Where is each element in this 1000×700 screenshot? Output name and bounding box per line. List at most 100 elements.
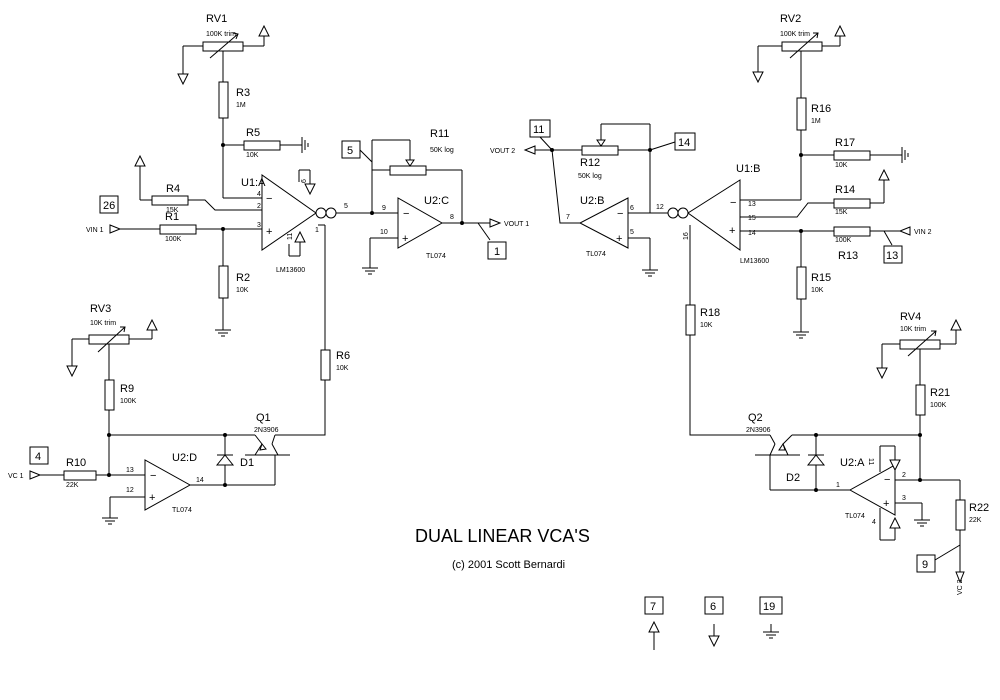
svg-text:+: +: [266, 226, 272, 238]
r6-value: 10K: [336, 365, 349, 372]
r11-potentiometer: [389, 165, 427, 176]
u2a-ground-icon: [913, 511, 931, 527]
svg-text:+: +: [883, 498, 889, 510]
connector-9: [916, 554, 936, 573]
connector-13: [883, 245, 903, 264]
vin2-label: VIN 2: [914, 229, 932, 236]
r15-resistor: [796, 266, 807, 300]
connector-14: [674, 132, 696, 151]
svg-text:3: 3: [257, 222, 261, 229]
svg-text:2: 2: [257, 203, 261, 210]
connector-6: [704, 596, 724, 615]
q2-ref: Q2: [748, 412, 763, 424]
vin1-port-icon[interactable]: [109, 224, 122, 234]
q1-ref: Q1: [256, 412, 271, 424]
q1-transistor: [245, 434, 290, 456]
u2d-opamp: [144, 459, 192, 511]
r10-ref: R10: [66, 457, 86, 469]
u1b-ref: U1:B: [736, 163, 760, 175]
svg-text:5: 5: [630, 229, 634, 236]
svg-text:4: 4: [257, 191, 261, 198]
u2c-ref: U2:C: [424, 195, 449, 207]
r9-ref: R9: [120, 383, 134, 395]
q1-value: 2N3906: [254, 427, 279, 434]
r1-value: 100K: [165, 236, 182, 243]
u2c-opamp: [397, 197, 444, 249]
d2-diode: [806, 454, 826, 466]
svg-text:12: 12: [656, 204, 664, 211]
connector-13-label: 13: [886, 250, 898, 262]
svg-text:12: 12: [126, 487, 134, 494]
vin2-port-icon[interactable]: [898, 226, 911, 236]
d2-ref: D2: [786, 472, 800, 484]
neg-supply-icon: [177, 59, 189, 85]
r16-value: 1M: [811, 118, 821, 125]
r14-value: 15K: [835, 209, 848, 216]
svg-text:16: 16: [683, 232, 690, 240]
u1a-ref: U1:A: [241, 177, 266, 189]
svg-text:2: 2: [902, 472, 906, 479]
pos-supply-icon: [258, 24, 270, 37]
r9-value: 100K: [120, 398, 137, 405]
u1b-ota: [687, 179, 741, 251]
vin1-label: VIN 1: [86, 227, 104, 234]
svg-text:−: −: [266, 193, 272, 205]
svg-text:9: 9: [382, 205, 386, 212]
svg-text:7: 7: [566, 214, 570, 221]
r6-ref: R6: [336, 350, 350, 362]
r5-ref: R5: [246, 127, 260, 139]
r18-resistor: [685, 304, 696, 336]
svg-text:6: 6: [301, 179, 308, 183]
r2-resistor: [218, 265, 229, 299]
connector-1: [487, 241, 507, 260]
svg-text:13: 13: [126, 467, 134, 474]
rv2-ref: RV2: [780, 13, 801, 25]
r4-ground-up-icon: [134, 154, 146, 200]
r21-value: 100K: [930, 402, 947, 409]
r2-ref: R2: [236, 272, 250, 284]
u2a-value: TL074: [845, 513, 865, 520]
u2d-ref: U2:D: [172, 452, 197, 464]
vout1-port-icon[interactable]: [489, 218, 502, 228]
svg-text:14: 14: [748, 230, 756, 237]
r1-resistor: [159, 224, 197, 235]
u2b-ref: U2:B: [580, 195, 604, 207]
r3-value: 1M: [236, 102, 246, 109]
connector-6-label: 6: [710, 601, 716, 613]
svg-text:−: −: [884, 474, 890, 486]
rv2-trimmer: [757, 32, 841, 98]
r21-ref: R21: [930, 387, 950, 399]
vc2-port-icon[interactable]: [955, 571, 965, 584]
r10-value: 22K: [66, 482, 79, 489]
svg-text:+: +: [729, 225, 735, 237]
r17-value: 10K: [835, 162, 848, 169]
r13-ref: R13: [838, 250, 858, 262]
r16-resistor: [796, 97, 807, 131]
r13-resistor: [833, 226, 871, 237]
svg-text:10: 10: [380, 229, 388, 236]
r17-ground-icon: [901, 147, 909, 163]
neg-supply-legend-icon: [708, 624, 720, 648]
vc1-port-icon[interactable]: [29, 470, 42, 480]
r10-resistor: [63, 470, 97, 481]
svg-text:11: 11: [867, 458, 874, 465]
connector-7-label: 7: [650, 601, 656, 613]
r22-ref: R22: [969, 502, 989, 514]
r9-resistor: [104, 379, 115, 411]
schematic-title: DUAL LINEAR VCA'S: [415, 526, 590, 546]
connector-5-label: 5: [347, 145, 353, 157]
svg-text:14: 14: [196, 477, 204, 484]
rv4-trimmer: [881, 330, 957, 385]
r14-resistor: [833, 198, 871, 209]
r1-ref: R1: [165, 211, 179, 223]
rv3-trimmer: [71, 326, 153, 380]
connector-26: [99, 195, 119, 214]
r17-ref: R17: [835, 137, 855, 149]
connector-26-label: 26: [103, 200, 115, 212]
svg-text:1: 1: [315, 227, 319, 234]
svg-text:8: 8: [450, 214, 454, 221]
vout2-port-icon[interactable]: [523, 145, 536, 155]
q2-value: 2N3906: [746, 427, 771, 434]
svg-text:−: −: [617, 208, 623, 220]
svg-text:4: 4: [872, 519, 876, 526]
